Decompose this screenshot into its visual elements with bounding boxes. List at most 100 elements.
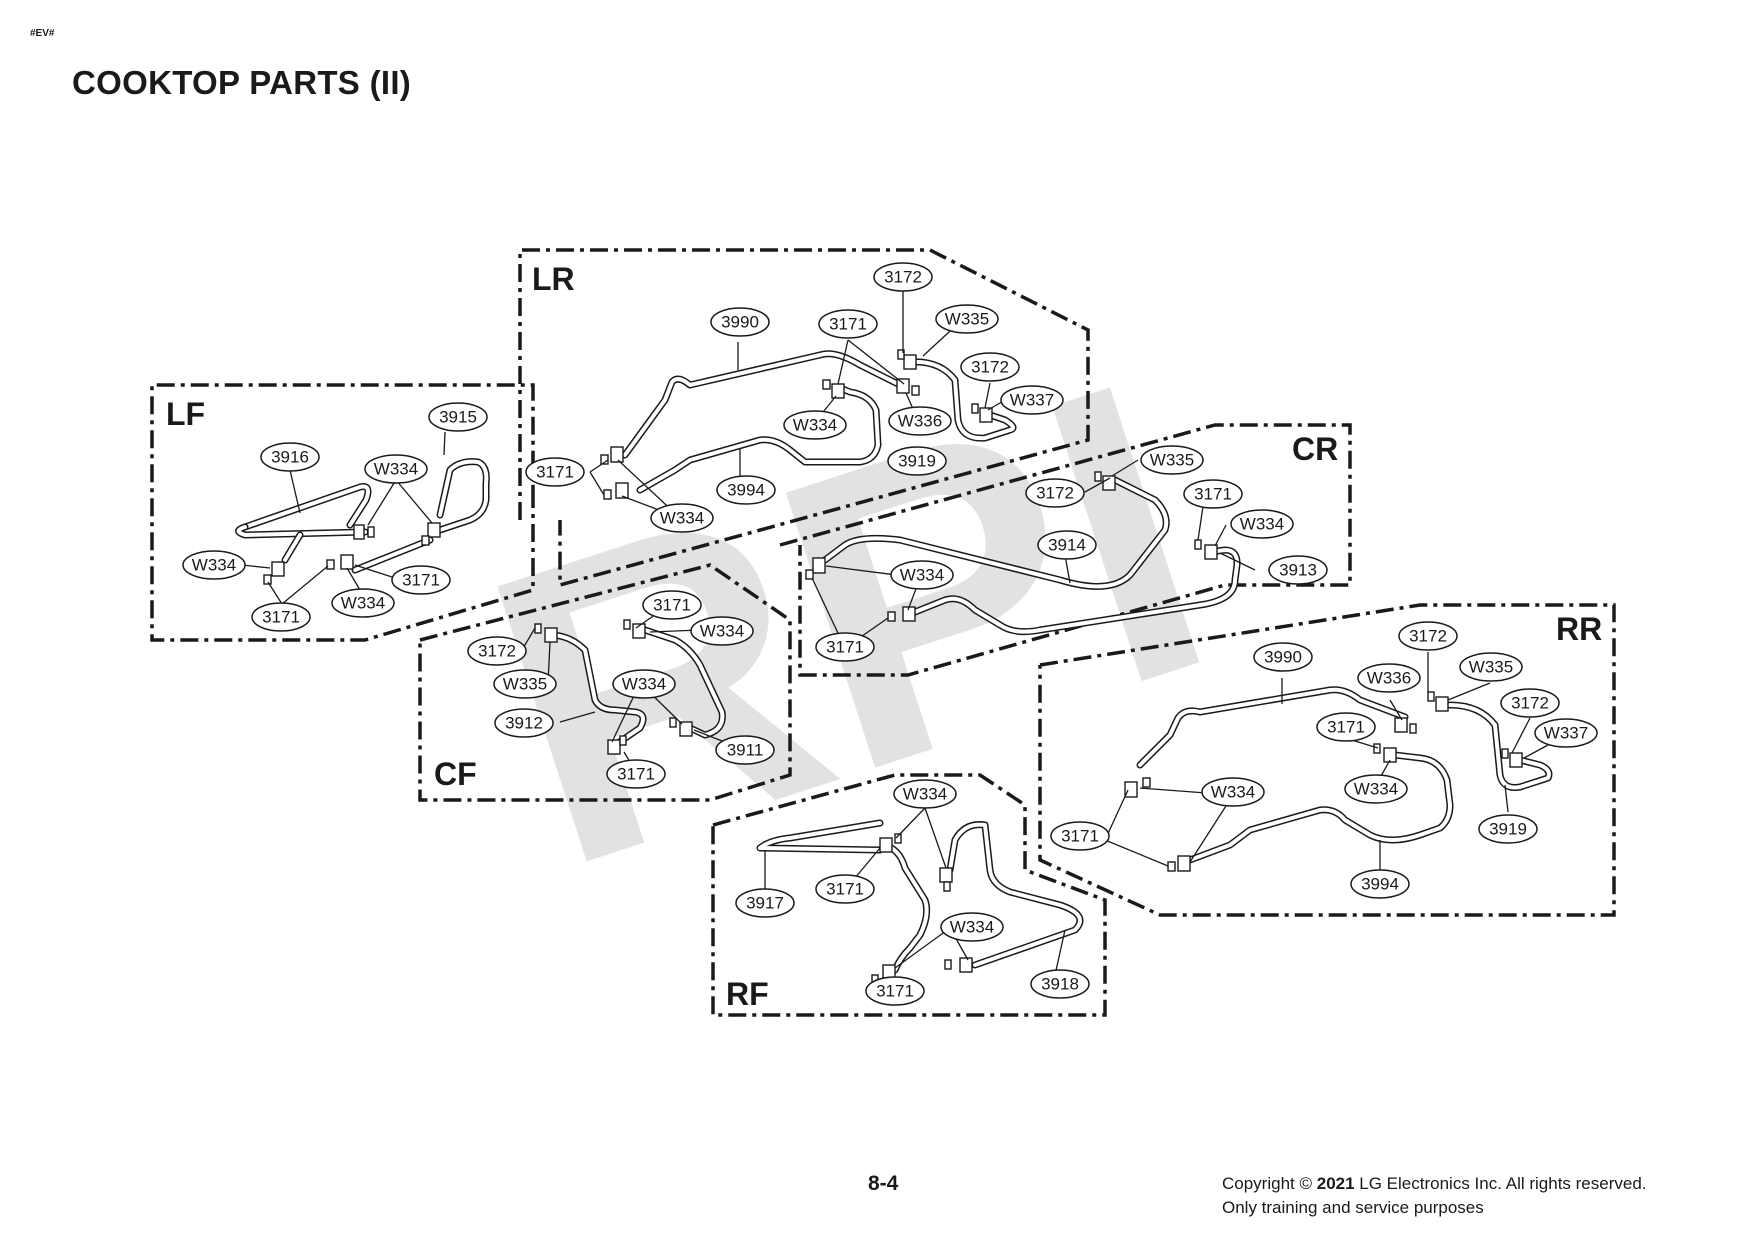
- rr-fittings: [1124, 691, 1523, 872]
- svg-text:W334: W334: [341, 594, 385, 613]
- callout-cf-3911: 3911: [715, 735, 775, 765]
- svg-text:W334: W334: [1211, 783, 1255, 802]
- page-number: 8-4: [868, 1172, 899, 1195]
- section-label-rr: RR: [1556, 611, 1602, 647]
- svg-text:3171: 3171: [826, 638, 864, 657]
- svg-text:3994: 3994: [1361, 875, 1399, 894]
- svg-text:W334: W334: [793, 416, 837, 435]
- cf-fittings: [534, 619, 693, 755]
- callout-rr-3990: 3990: [1253, 642, 1313, 672]
- callout-cr-3172: 3172: [1025, 478, 1085, 508]
- section-label-cr: CR: [1292, 431, 1338, 467]
- svg-text:W334: W334: [660, 509, 704, 528]
- svg-text:3171: 3171: [653, 596, 691, 615]
- svg-text:3171: 3171: [1061, 827, 1099, 846]
- svg-text:3919: 3919: [898, 452, 936, 471]
- svg-text:3915: 3915: [439, 408, 477, 427]
- callout-lr-w334-b: W334: [650, 503, 714, 533]
- document-marker: #EV#: [30, 28, 55, 39]
- copyright-line-2: Only training and service purposes: [1222, 1198, 1484, 1217]
- copyright-year: 2021: [1316, 1174, 1355, 1193]
- cr-pipes: [821, 476, 1241, 636]
- frame-cr: [779, 423, 1352, 677]
- page-title: COOKTOP PARTS (II): [72, 64, 412, 101]
- callout-rr-w335: W335: [1459, 652, 1523, 682]
- copyright-line-1: Copyright © 2021 LG Electronics Inc. All…: [1222, 1174, 1647, 1193]
- svg-text:W334: W334: [950, 918, 994, 937]
- rf-pipes: [756, 819, 1084, 974]
- svg-text:3172: 3172: [1409, 627, 1447, 646]
- callout-rr-3171-a: 3171: [1316, 712, 1376, 742]
- svg-text:3913: 3913: [1279, 561, 1317, 580]
- callout-lr-w334-a: W334: [783, 410, 847, 440]
- svg-text:W334: W334: [700, 622, 744, 641]
- callout-lf-w334-a: W334: [364, 454, 428, 484]
- svg-text:3912: 3912: [505, 714, 543, 733]
- callout-rr-w336: W336: [1357, 663, 1421, 693]
- callout-lf-w334-c: W334: [331, 588, 395, 618]
- frame-lf: [150, 383, 535, 642]
- callout-cf-3172: 3172: [467, 636, 527, 666]
- svg-text:3172: 3172: [971, 358, 1009, 377]
- section-label-rf: RF: [726, 976, 769, 1012]
- svg-text:3916: 3916: [271, 448, 309, 467]
- callout-rf-3171-b: 3171: [865, 976, 925, 1006]
- svg-text:W335: W335: [503, 675, 547, 694]
- svg-text:3172: 3172: [884, 268, 922, 287]
- callout-cr-3171-b: 3171: [815, 632, 875, 662]
- svg-text:3917: 3917: [746, 894, 784, 913]
- callout-cr-3914: 3914: [1037, 530, 1097, 560]
- callout-cf-w334-b: W334: [612, 669, 676, 699]
- callout-lf-3171-b: 3171: [251, 602, 311, 632]
- svg-text:W334: W334: [1240, 515, 1284, 534]
- svg-text:3171: 3171: [876, 982, 914, 1001]
- svg-text:3171: 3171: [262, 608, 300, 627]
- callout-lr-w336: W336: [888, 406, 952, 436]
- svg-text:W337: W337: [1544, 724, 1588, 743]
- callout-cf-w335: W335: [493, 669, 557, 699]
- svg-text:W336: W336: [1367, 669, 1411, 688]
- svg-text:3990: 3990: [721, 313, 759, 332]
- rr-pipes: [1136, 686, 1553, 864]
- cr-fittings: [805, 471, 1218, 622]
- section-label-lf: LF: [166, 396, 205, 432]
- lr-pipes: [621, 350, 1017, 494]
- svg-text:3171: 3171: [829, 315, 867, 334]
- svg-text:W335: W335: [1150, 451, 1194, 470]
- svg-text:W335: W335: [1469, 658, 1513, 677]
- fittings: [263, 349, 1523, 985]
- section-label-cf: CF: [434, 756, 477, 792]
- callout-rr-3171-b: 3171: [1050, 821, 1110, 851]
- svg-text:3171: 3171: [617, 765, 655, 784]
- callouts: 3915 3916 W334 W334 3171 W334 3171 3172 …: [182, 262, 1598, 1006]
- frame-lr: [518, 248, 1090, 588]
- callout-cr-3913: 3913: [1268, 555, 1328, 585]
- pipes: [235, 350, 1553, 974]
- lf-pipes: [235, 458, 490, 574]
- svg-text:W334: W334: [1354, 780, 1398, 799]
- callout-cf-3912: 3912: [494, 708, 554, 738]
- lr-fittings: [600, 349, 993, 500]
- copyright-notice: Copyright © 2021 LG Electronics Inc. All…: [1222, 1172, 1647, 1220]
- callout-lr-3919: 3919: [887, 446, 947, 476]
- svg-text:3171: 3171: [402, 571, 440, 590]
- callout-rr-3994: 3994: [1350, 869, 1410, 899]
- svg-text:W334: W334: [374, 460, 418, 479]
- callout-cr-3171-a: 3171: [1183, 479, 1243, 509]
- callout-rr-3172-b: 3172: [1500, 688, 1560, 718]
- callout-rf-3917: 3917: [735, 888, 795, 918]
- callout-lr-3994: 3994: [716, 475, 776, 505]
- svg-text:3918: 3918: [1041, 975, 1079, 994]
- svg-text:3911: 3911: [727, 741, 764, 760]
- frame-rr: [1038, 603, 1616, 917]
- callout-lr-3990: 3990: [710, 307, 770, 337]
- section-label-lr: LR: [532, 261, 575, 297]
- callout-lf-w334-b: W334: [182, 550, 246, 580]
- svg-text:W335: W335: [945, 310, 989, 329]
- callout-cf-3171-b: 3171: [606, 759, 666, 789]
- callout-lr-w337: W337: [1000, 385, 1064, 415]
- callout-lr-w335: W335: [935, 304, 999, 334]
- svg-text:3994: 3994: [727, 481, 765, 500]
- callout-rf-w334-a: W334: [893, 779, 957, 809]
- callout-cf-w334-a: W334: [690, 616, 754, 646]
